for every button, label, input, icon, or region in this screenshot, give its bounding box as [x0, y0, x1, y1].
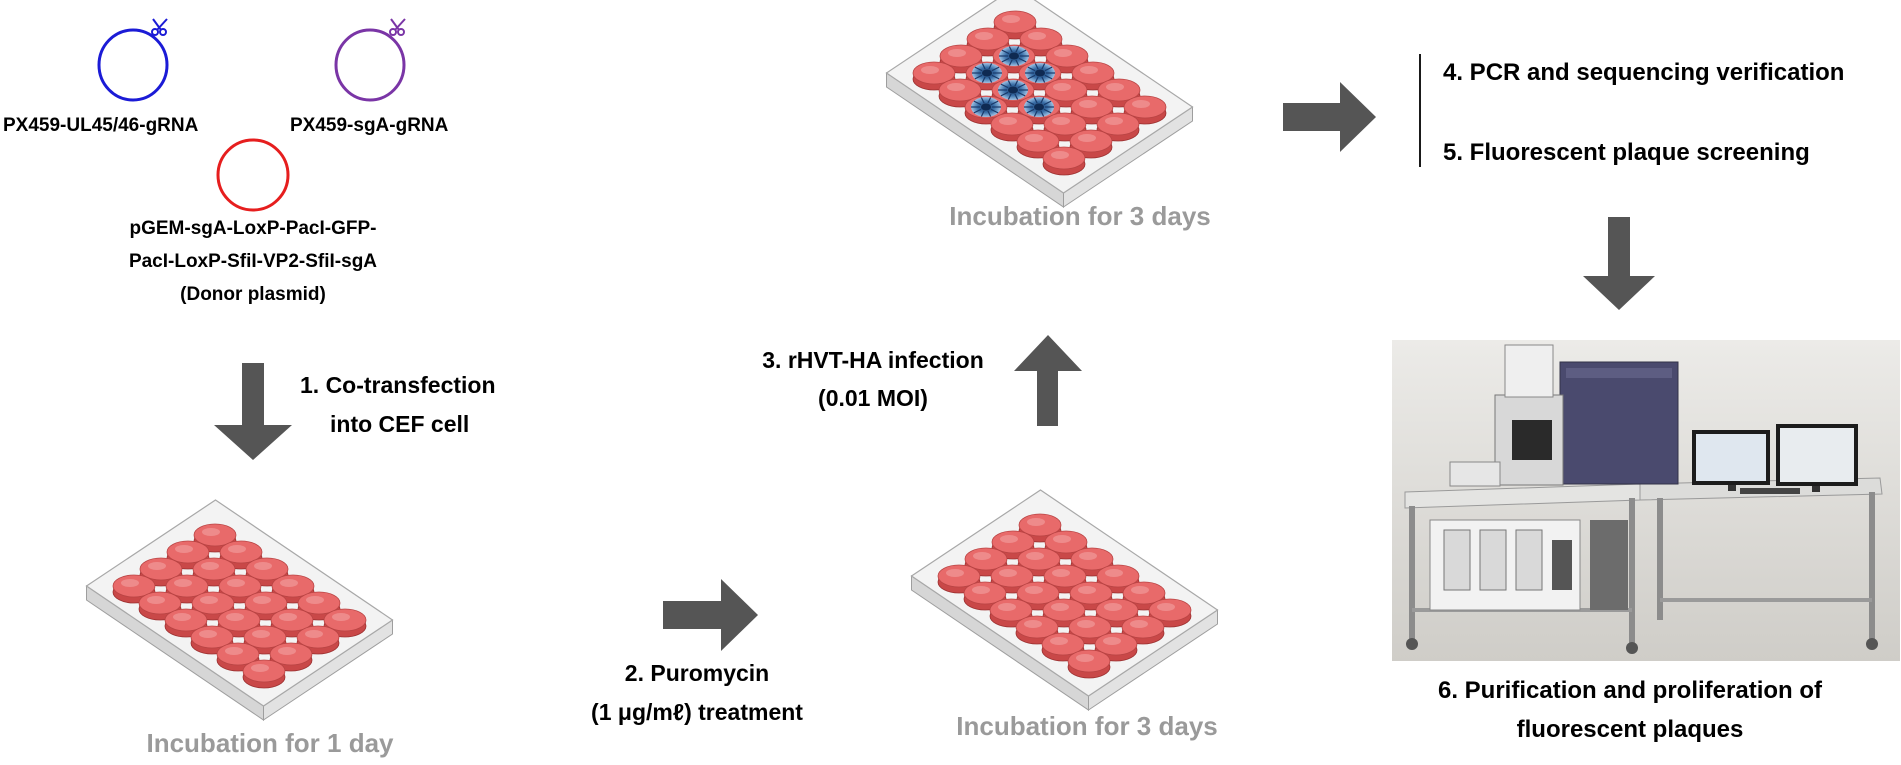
incubation-label-1day: Incubation for 1 day — [146, 728, 394, 758]
plaque — [998, 80, 1028, 100]
plaque — [1025, 63, 1055, 83]
step6-label-line2: fluorescent plaques — [1517, 716, 1744, 743]
step6-label-line1: 6. Purification and proliferation of — [1438, 677, 1823, 704]
block-arrow-icon — [1583, 217, 1655, 310]
step2-label-line1: 2. Puromycin — [625, 660, 769, 686]
plaque — [999, 46, 1029, 66]
donor-label-line1: pGEM-sgA-LoxP-PacI-GFP- — [129, 218, 376, 239]
well — [323, 608, 367, 638]
step3-label-line1: 3. rHVT-HA infection — [762, 347, 984, 373]
plaque — [971, 97, 1001, 117]
step4-label: 4. PCR and sequencing verification — [1443, 59, 1844, 86]
plasmid-px459-ul45 — [97, 28, 169, 102]
well — [1018, 61, 1062, 91]
well — [1015, 615, 1059, 645]
cell-sorter-instrument-icon — [1392, 340, 1900, 661]
24-well-plate-icon — [85, 499, 394, 721]
24-well-plate-icon — [885, 0, 1194, 208]
plasmid-label-px459-sga: PX459-sgA-gRNA — [290, 115, 449, 136]
plasmid-label-px459-ul45: PX459-UL45/46-gRNA — [3, 115, 199, 136]
donor-label-line2: PacI-LoxP-SfiI-VP2-SfiI-sgA — [129, 251, 377, 272]
well — [1067, 649, 1111, 679]
plaque — [1024, 97, 1054, 117]
block-arrow-icon — [1014, 335, 1082, 426]
well — [164, 608, 208, 638]
donor-label-line3: (Donor plasmid) — [180, 284, 326, 305]
donor-plasmid — [216, 138, 290, 212]
step5-label: 5. Fluorescent plaque screening — [1443, 139, 1810, 166]
step2-label-line2: (1 μg/mℓ) treatment — [591, 699, 803, 725]
block-arrow-icon — [1283, 82, 1376, 152]
incubation-label-3days-top: Incubation for 3 days — [949, 201, 1211, 231]
well — [1017, 95, 1061, 125]
well — [242, 659, 286, 689]
plaque — [972, 63, 1002, 83]
well — [138, 591, 182, 621]
block-arrow-icon — [214, 363, 292, 460]
plasmid-px459-sga — [334, 28, 406, 102]
step1-label-line1: 1. Co-transfection — [300, 372, 496, 398]
well — [296, 625, 340, 655]
scissors-icon — [389, 18, 406, 36]
scissors-icon — [151, 18, 168, 36]
block-arrow-icon — [663, 579, 758, 651]
incubation-label-3days-bottom: Incubation for 3 days — [956, 711, 1218, 741]
well — [1042, 146, 1086, 176]
step3-label-line2: (0.01 MOI) — [818, 385, 928, 411]
step1-label-line2: into CEF cell — [330, 411, 469, 437]
24-well-plate-icon — [910, 489, 1219, 711]
